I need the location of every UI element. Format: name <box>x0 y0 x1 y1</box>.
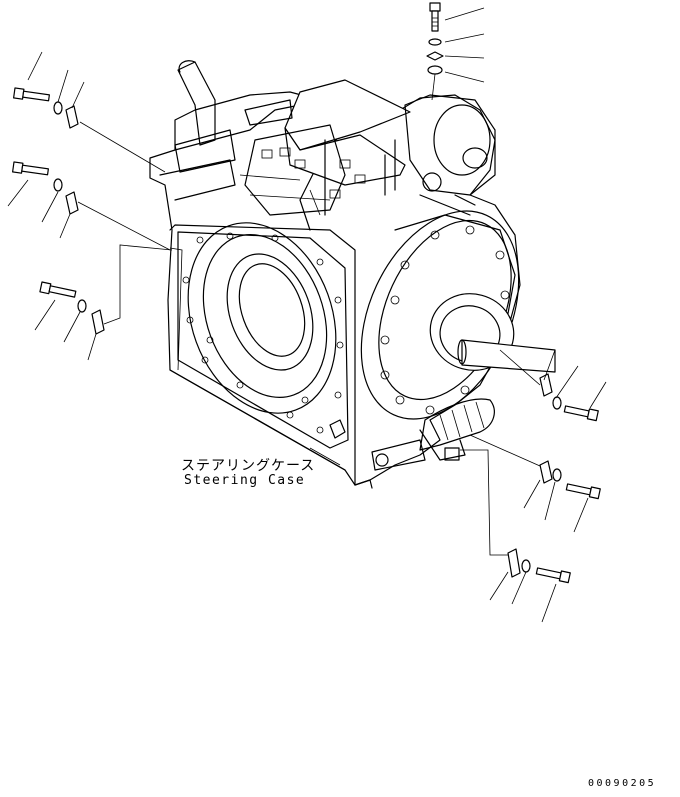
bolt-icon <box>429 2 441 32</box>
clip-icon <box>65 105 79 129</box>
washer-icon <box>552 468 562 482</box>
washer-icon <box>53 101 63 115</box>
clip-icon <box>91 309 105 335</box>
hardware-right-row-3 <box>460 449 571 623</box>
hardware-left-row-3 <box>34 244 173 361</box>
hardware-top-stack <box>426 2 485 101</box>
bolt-icon <box>565 483 601 500</box>
washer-icon <box>427 65 443 75</box>
hardware-right-row-2 <box>469 434 601 533</box>
bolt-icon <box>563 405 599 422</box>
washer-icon <box>426 51 444 61</box>
bolt-icon <box>535 567 571 584</box>
washer-icon <box>552 396 562 410</box>
washer-icon <box>521 559 531 573</box>
washer-icon <box>428 38 442 46</box>
hardware-right-row-1 <box>499 349 607 422</box>
drawing-code: 00090205 <box>588 778 657 789</box>
clip-icon <box>539 460 553 484</box>
bolt-icon <box>39 281 77 298</box>
part-label-japanese: ステアリングケース <box>181 458 316 474</box>
washer-icon <box>53 178 63 192</box>
bolt-icon <box>13 87 50 102</box>
hardware-left-row-1 <box>13 51 166 173</box>
bolt-icon <box>12 161 49 176</box>
label-leader-line <box>169 247 341 466</box>
hardware-left-row-2 <box>7 161 171 251</box>
clip-icon <box>539 373 553 397</box>
clip-icon <box>507 548 521 578</box>
washer-icon <box>77 299 87 313</box>
steering-case-body <box>149 60 556 489</box>
clip-icon <box>65 191 79 215</box>
part-label-english: Steering Case <box>184 473 306 488</box>
